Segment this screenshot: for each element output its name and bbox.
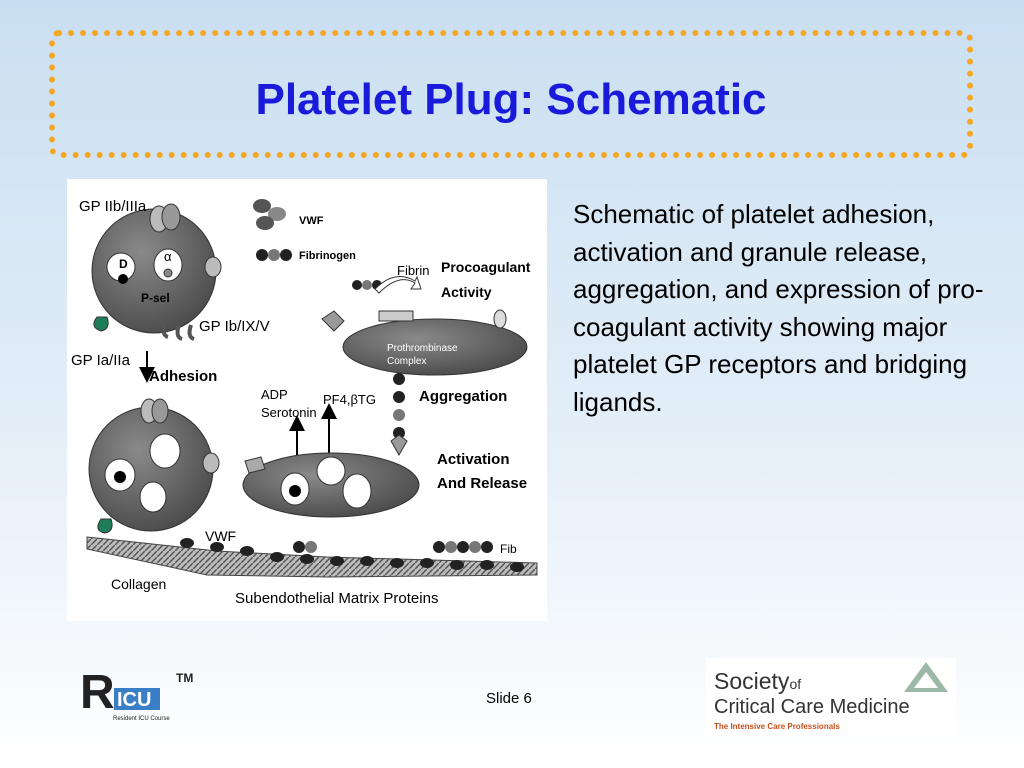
ricu-tm: TM [176, 671, 193, 685]
adherent-platelet [88, 398, 220, 534]
label-gp-ib-ix-v: GP Ib/IX/V [199, 318, 270, 335]
procoagulant-platelet [321, 309, 528, 376]
label-pf4-btg: PF4,βTG [323, 392, 376, 407]
ricu-logo: R ICU TM Resident ICU Course [80, 660, 195, 725]
label-procoagulant-1: Procoagulant [441, 259, 531, 275]
label-vwf-bottom: VWF [205, 528, 236, 544]
label-subendothelial: Subendothelial Matrix Proteins [235, 590, 438, 607]
slide-description: Schematic of platelet adhesion, activati… [573, 199, 984, 417]
label-serotonin: Serotonin [261, 405, 317, 420]
platelet-plug-diagram: GP IIb/IIIa D α P-sel GP Ib/IX/V GP Ia/I… [67, 179, 547, 621]
label-d-granule: D [119, 257, 128, 271]
sccm-logo: Societyof Critical Care Medicine The Int… [706, 658, 956, 736]
sccm-society: Society [714, 668, 790, 694]
legend-vwf: VWF [299, 215, 324, 227]
sccm-tagline: The Intensive Care Professionals [714, 722, 840, 731]
ricu-caption: Resident ICU Course [113, 716, 170, 722]
resting-platelet [91, 203, 222, 341]
label-alpha-granule: α [164, 249, 172, 264]
fibrinogen-molecule [352, 280, 382, 290]
title-frame: Platelet Plug: Schematic [49, 30, 973, 158]
fibrinogen-legend-icon [256, 249, 292, 261]
ricu-logo-text: ICU [117, 689, 151, 711]
activated-platelet [242, 452, 420, 518]
label-prothrombinase-1: Prothrombinase [387, 343, 458, 354]
ricu-logo-band [114, 688, 160, 710]
slide-title: Platelet Plug: Schematic [255, 75, 767, 124]
label-gp-ia-iia: GP Ia/IIa [71, 352, 131, 369]
label-gp-iib-iiia: GP IIb/IIIa [79, 198, 147, 215]
label-p-sel: P-sel [141, 291, 170, 305]
ricu-logo-r: R [80, 666, 115, 719]
sccm-of: of [789, 676, 802, 692]
label-fibrin: Fibrin [397, 263, 430, 278]
vwf-chain [180, 538, 524, 572]
slide-number: Slide 6 [486, 690, 532, 707]
label-activation-1: Activation [437, 451, 510, 468]
diagram-svg: GP IIb/IIIa D α P-sel GP Ib/IX/V GP Ia/I… [71, 198, 538, 607]
aggregation-bridge [390, 373, 408, 457]
sccm-name: Critical Care Medicine [714, 696, 910, 718]
label-fib: Fib [500, 542, 517, 556]
label-prothrombinase-2: Complex [387, 356, 426, 367]
sccm-society-line: Societyof [714, 668, 801, 695]
fib-chain [293, 541, 493, 553]
label-aggregation: Aggregation [419, 388, 507, 405]
vwf-legend-icon [253, 199, 286, 230]
label-adp: ADP [261, 387, 288, 402]
legend-fibrinogen: Fibrinogen [299, 250, 356, 262]
sccm-triangle-icon [904, 662, 948, 692]
label-procoagulant-2: Activity [441, 284, 492, 300]
label-activation-2: And Release [437, 475, 527, 492]
label-adhesion: Adhesion [149, 368, 217, 385]
label-collagen: Collagen [111, 576, 166, 592]
